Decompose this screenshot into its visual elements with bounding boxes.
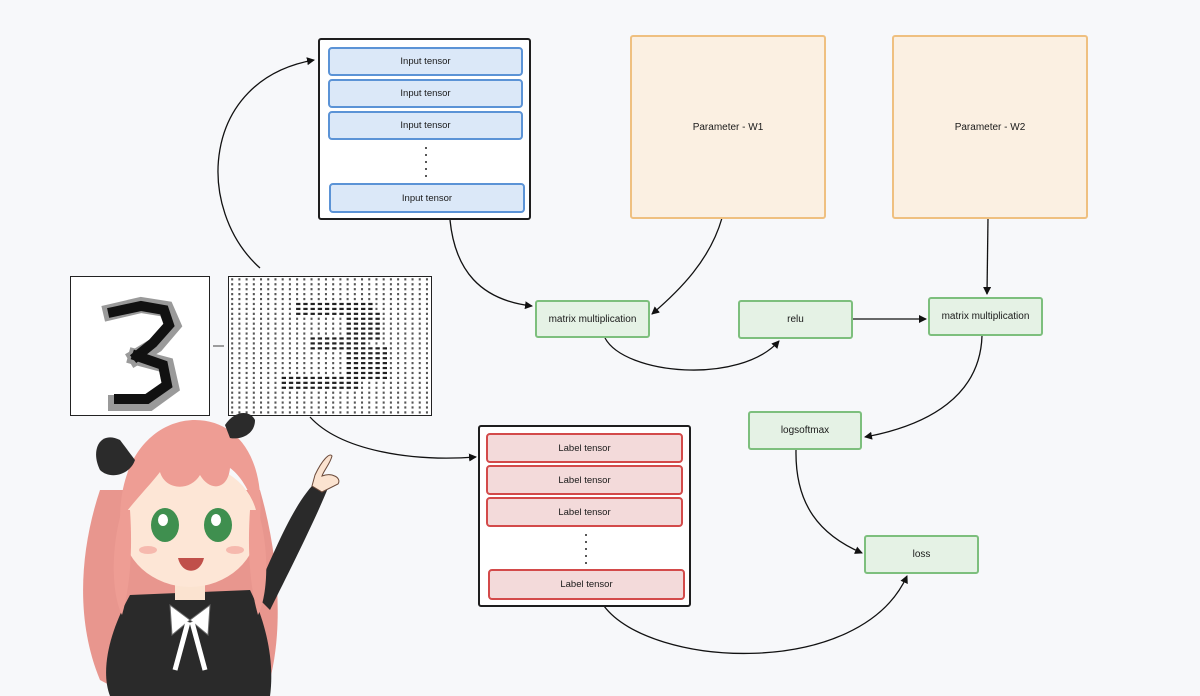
- input-tensor-2[interactable]: Input tensor: [328, 79, 523, 108]
- label-tensor-3[interactable]: Label tensor: [486, 497, 683, 527]
- arrow-logsoftmax-to-loss: [795, 449, 863, 554]
- pixel-grid-graphic: [231, 278, 428, 414]
- label-tensor-stack: Label tensor Label tensor Label tensor L…: [478, 425, 691, 607]
- arrow-matrix-to-label-stack: [309, 416, 477, 462]
- parameter-w2[interactable]: Parameter - W2: [892, 35, 1088, 219]
- loss-node[interactable]: loss: [864, 535, 979, 574]
- input-tensor-3[interactable]: Input tensor: [328, 111, 523, 140]
- input-ellipsis: [421, 147, 431, 177]
- label-tensor-2[interactable]: Label tensor: [486, 465, 683, 495]
- arrow-w2-to-matmul2: [983, 217, 992, 295]
- label-ellipsis: [581, 534, 591, 564]
- matmul-2-node[interactable]: matrix multiplication: [928, 297, 1043, 336]
- input-tensor-stack: Input tensor Input tensor Input tensor I…: [318, 38, 531, 220]
- arrow-label-stack-to-loss: [603, 575, 908, 655]
- label-tensor-1[interactable]: Label tensor: [486, 433, 683, 463]
- pixel-value-matrix: [228, 276, 432, 416]
- mascot-character-illustration: [83, 413, 340, 696]
- matmul-1-node[interactable]: matrix multiplication: [535, 300, 650, 338]
- relu-node[interactable]: relu: [738, 300, 853, 339]
- mnist-digit-image: [70, 276, 210, 416]
- label-tensor-4[interactable]: Label tensor: [488, 569, 685, 600]
- arrow-input-stack-to-matmul1: [449, 219, 533, 310]
- digit-three-graphic: [101, 296, 183, 411]
- input-tensor-1[interactable]: Input tensor: [328, 47, 523, 76]
- arrow-w1-to-matmul1: [651, 217, 723, 315]
- input-tensor-4[interactable]: Input tensor: [329, 183, 525, 213]
- arrow-matmul2-to-logsoftmax: [864, 335, 983, 440]
- parameter-w1[interactable]: Parameter - W1: [630, 35, 826, 219]
- arrow-matmul1-to-relu: [604, 337, 780, 371]
- logsoftmax-node[interactable]: logsoftmax: [748, 411, 862, 450]
- arrow-matrix-to-input-stack: [217, 57, 315, 269]
